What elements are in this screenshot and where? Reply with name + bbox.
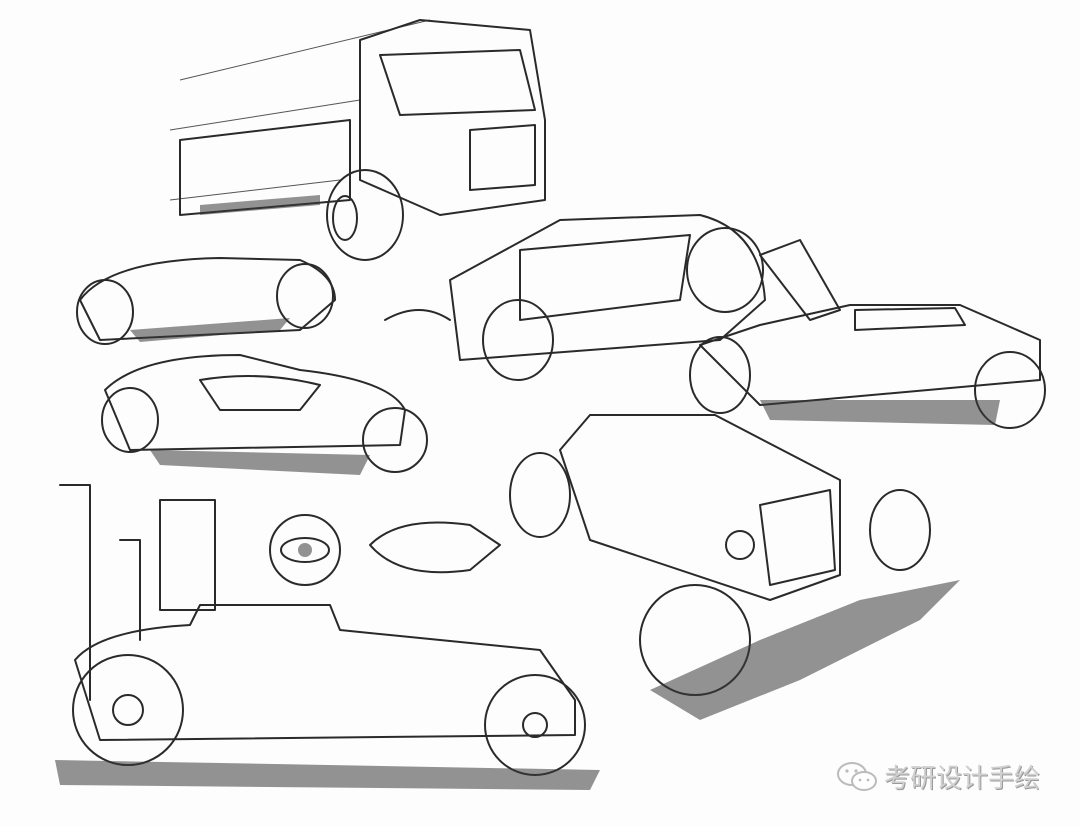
- concept-car-sketch: [384, 214, 766, 381]
- watermark-text: 考研设计手绘: [884, 764, 1041, 794]
- hot-rod-open-hood-sketch: [689, 239, 1046, 429]
- truck-sketch: [169, 19, 546, 261]
- sports-car-sketch-1: [76, 257, 336, 345]
- roadster-side-sketch: [55, 484, 600, 790]
- hot-rod-front-sketch: [509, 414, 960, 720]
- headlight-detail-sketches: [269, 514, 501, 586]
- watermark: 考研设计手绘: [836, 758, 1040, 795]
- wechat-icon: [837, 761, 877, 791]
- sports-car-sketch-2: [101, 354, 428, 475]
